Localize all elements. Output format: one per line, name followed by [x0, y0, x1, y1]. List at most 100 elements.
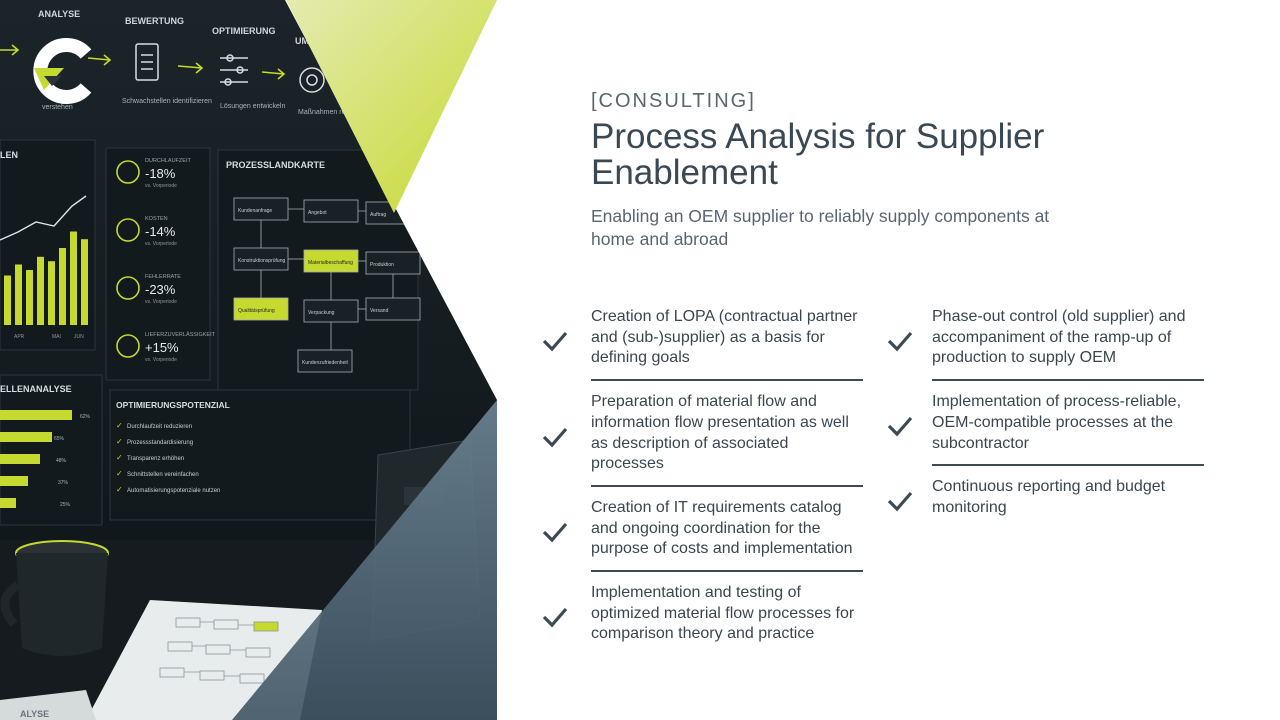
- chart-bar: [26, 270, 33, 325]
- hbar-label: 65%: [54, 436, 65, 442]
- step-analyse: ANALYSE: [38, 9, 80, 19]
- step-caption-3: Lösungen entwickeln: [220, 103, 285, 110]
- step-caption-2: Schwachstellen identifizieren: [122, 98, 212, 105]
- panel-title-1: LEN: [0, 150, 18, 160]
- hero-image: ANALYSE BEWERTUNG OPTIMIERUNG UMS verste…: [0, 0, 500, 720]
- hbar: [0, 498, 16, 508]
- process-node-label: Versand: [370, 308, 389, 314]
- list-item-text: Preparation of material flow and informa…: [591, 393, 849, 473]
- hbar: [0, 476, 28, 486]
- arrow-icon: [0, 44, 20, 56]
- check-icon: ✓: [116, 485, 123, 494]
- check-icon: ✓: [116, 453, 123, 462]
- list-item-text: Implementation of process-reliable, OEM-…: [932, 393, 1182, 452]
- kpi-label: FEHLERRATE: [145, 274, 181, 280]
- hbar-label: 37%: [58, 480, 69, 486]
- check-icon: [542, 608, 568, 628]
- step-optimierung: OPTIMIERUNG: [212, 26, 276, 36]
- page-title: Process Analysis for Supplier Enablement: [591, 117, 1045, 192]
- kpi-caption: vs. Vorperiode: [145, 183, 177, 189]
- kpi-value: -23%: [145, 282, 176, 297]
- step-caption-4: Maßnahmen realisieren: [298, 109, 372, 116]
- hbar: [0, 410, 72, 420]
- kpi-icon: [116, 276, 140, 300]
- process-node-label: Auftrag: [370, 212, 386, 218]
- check-icon: [887, 417, 913, 437]
- check-icon: [887, 491, 913, 512]
- kpi-icon: [116, 218, 140, 242]
- check-icon: [887, 331, 913, 352]
- kpi-icon: [116, 160, 140, 184]
- checklist-left: Creation of LOPA (contractual partner an…: [542, 307, 863, 666]
- chart-bar: [4, 275, 11, 325]
- kpi-label: DURCHLAUFZEIT: [145, 158, 191, 164]
- process-node-label: Angebot: [308, 210, 327, 216]
- month-label: JUN: [74, 334, 84, 340]
- panel-title-2: PROZESSLANDKARTE: [226, 160, 325, 170]
- gear-icon: [299, 67, 325, 93]
- page-subtitle: Enabling an OEM supplier to reliably sup…: [591, 206, 1050, 249]
- chart-bar: [81, 239, 88, 325]
- chart-bar: [70, 231, 77, 325]
- hbar-label: 48%: [56, 458, 67, 464]
- process-node: [297, 349, 353, 373]
- arrow-icon: [261, 68, 286, 80]
- bar-chart: [4, 231, 88, 325]
- list-item-text: Creation of LOPA (contractual partner an…: [591, 308, 858, 367]
- chart-bar: [37, 256, 44, 325]
- hbar: [0, 432, 52, 442]
- potential-item: Prozessstandardisierung: [127, 440, 193, 446]
- kpi-value: -18%: [145, 166, 176, 181]
- step-caption-1: verstehen: [42, 104, 73, 111]
- list-item: Creation of IT requirements catalog and …: [542, 498, 863, 573]
- process-node-label: Kundenzufriedenheit: [302, 360, 348, 366]
- hbar-label: 62%: [80, 414, 91, 420]
- process-node-label: Qualitätsprüfung: [238, 308, 275, 314]
- chart-bar: [48, 261, 55, 325]
- check-icon: [542, 522, 568, 543]
- potential-item: Schnittstellen vereinfachen: [127, 472, 199, 478]
- list-item: Phase-out control (old supplier) and acc…: [887, 307, 1204, 382]
- list-item: Implementation of process-reliable, OEM-…: [887, 392, 1204, 467]
- paper-caption: ALYSE: [20, 709, 49, 719]
- kpi-label: LIEFERZUVERLÄSSIGKEIT: [145, 331, 216, 338]
- process-node-label: Kundenanfrage: [238, 208, 272, 214]
- chart-bar: [15, 264, 22, 325]
- checklist-right: Phase-out control (old supplier) and acc…: [887, 307, 1204, 540]
- check-icon: [542, 331, 568, 352]
- list-item: Preparation of material flow and informa…: [542, 392, 863, 487]
- list-item-text: Continuous reporting and budget monitori…: [932, 478, 1166, 516]
- list-item-text: Creation of IT requirements catalog and …: [591, 498, 853, 558]
- check-icon: ✓: [116, 421, 123, 430]
- trend-line: [0, 195, 87, 241]
- company-logo: [33, 38, 92, 104]
- kpi-value: -14%: [145, 224, 176, 239]
- step-ums: UMS: [295, 36, 315, 46]
- panel-title-3: ELLENANALYSE: [0, 384, 72, 394]
- list-item: Implementation and testing of optimized …: [542, 583, 863, 655]
- list-item: Continuous reporting and budget monitori…: [887, 477, 1204, 528]
- arrow-icon: [177, 62, 204, 74]
- kpi-label: KOSTEN: [145, 216, 168, 222]
- eyebrow-label: [CONSULTING]: [591, 90, 756, 112]
- process-node-label: Produktion: [370, 262, 394, 268]
- check-icon: ✓: [116, 469, 123, 478]
- step-bewertung: BEWERTUNG: [125, 16, 184, 26]
- kpi-caption: vs. Vorperiode: [145, 299, 177, 305]
- hbar-label: 25%: [60, 502, 71, 508]
- steel-accent-shape: [232, 400, 497, 720]
- kpi-icon: [116, 334, 140, 358]
- kpi-caption: vs. Vorperiode: [145, 241, 177, 247]
- potential-item: Durchlaufzeit reduzieren: [127, 424, 192, 430]
- kpi-value: +15%: [145, 340, 179, 355]
- potential-item: Transparenz erhöhen: [127, 456, 184, 462]
- process-node-label: Verpackung: [308, 310, 335, 316]
- month-label: MAI: [52, 334, 61, 340]
- chart-bar: [59, 248, 66, 325]
- lime-accent-shape: [286, 0, 497, 213]
- coffee-mug: [0, 540, 109, 656]
- clipboard-icon: [135, 43, 159, 81]
- panel-title-4: OPTIMIERUNGSPOTENZIAL: [116, 400, 230, 410]
- hbar: [0, 454, 40, 464]
- check-icon: ✓: [116, 437, 123, 446]
